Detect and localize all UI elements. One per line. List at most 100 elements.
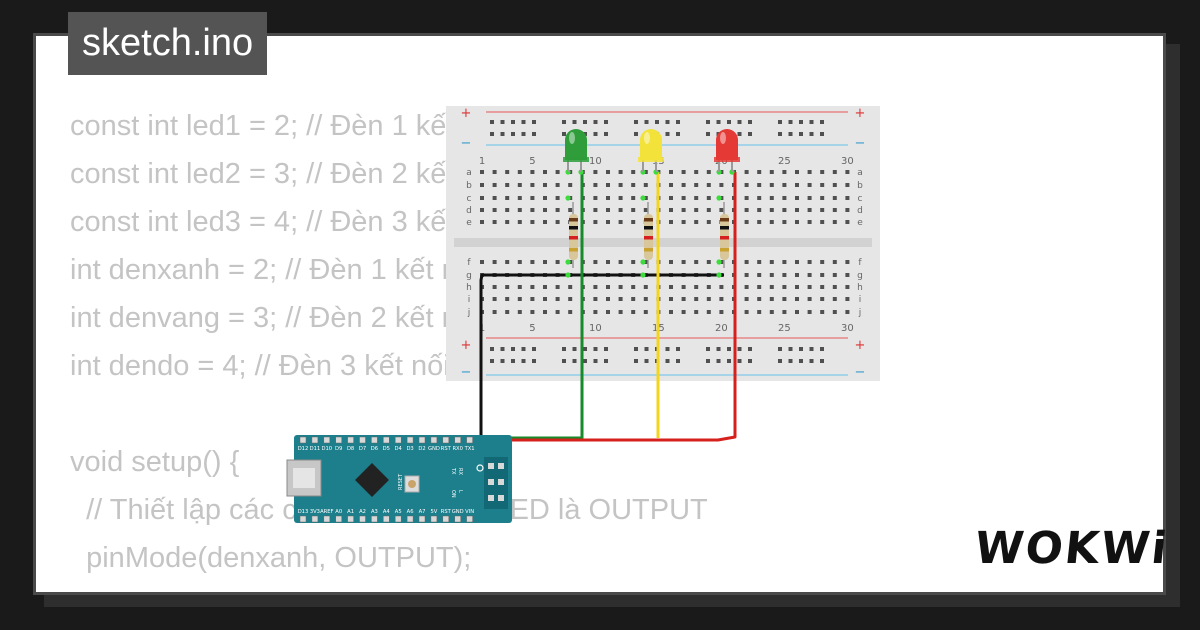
hole — [782, 260, 787, 264]
resistor-band — [569, 248, 578, 252]
hole — [778, 132, 782, 136]
hole — [665, 132, 670, 136]
row-letter: a — [857, 168, 863, 178]
red-wire — [430, 172, 737, 442]
hole — [669, 285, 673, 289]
rail-sign: + — [461, 106, 472, 121]
hole — [809, 120, 814, 124]
hole — [593, 170, 598, 174]
hole — [820, 273, 825, 277]
hole — [820, 260, 825, 264]
hole — [782, 196, 787, 200]
hole — [832, 260, 837, 264]
sketch-filename-tab[interactable]: sketch.ino — [68, 12, 268, 75]
hole — [530, 297, 535, 301]
column-number: 5 — [529, 323, 535, 334]
hole — [480, 170, 484, 174]
column-number: 10 — [589, 156, 602, 167]
hole — [543, 196, 547, 200]
pin-label: RX0 — [452, 446, 462, 452]
hole — [618, 297, 623, 301]
hole — [706, 285, 711, 289]
hole — [643, 208, 648, 212]
pin-label: D6 — [371, 446, 378, 452]
hole — [530, 310, 535, 314]
hole — [845, 260, 850, 264]
hole — [593, 359, 598, 363]
row-letter: b — [857, 181, 863, 191]
hole — [795, 297, 799, 301]
hole — [832, 183, 837, 187]
hole — [807, 196, 812, 200]
hole — [665, 120, 670, 124]
led-green-dome — [565, 129, 587, 151]
hole — [530, 220, 535, 224]
hole — [748, 347, 752, 351]
header-pin — [383, 515, 390, 523]
hole — [681, 310, 686, 314]
header-pin — [335, 515, 342, 523]
circuit-diagram: ++−−++−−151015202530151015202530aabbccdd… — [286, 106, 880, 523]
connection-dot — [640, 195, 646, 201]
hole — [593, 297, 598, 301]
hole — [719, 285, 724, 289]
hole — [744, 208, 749, 212]
hole — [716, 120, 721, 124]
resistor-band — [569, 218, 578, 222]
hole — [517, 170, 522, 174]
reset-label: RESET — [398, 473, 404, 490]
hole — [676, 120, 680, 124]
pin-label: AREF — [320, 509, 333, 515]
project-card[interactable]: const int led1 = 2; // Đèn 1 kết nối với… — [33, 33, 1166, 595]
hole — [782, 273, 787, 277]
hole — [555, 220, 560, 224]
hole — [744, 183, 749, 187]
hole — [492, 183, 497, 187]
pin-label: D8 — [347, 446, 354, 452]
hole — [807, 297, 812, 301]
header-pin — [311, 515, 319, 523]
hole — [631, 196, 636, 200]
header-pin — [406, 515, 414, 523]
hole — [517, 208, 522, 212]
hole — [706, 347, 710, 351]
pin-label: D12 — [298, 446, 309, 452]
header-pin — [359, 515, 366, 523]
hole — [820, 220, 825, 224]
hole — [505, 285, 510, 289]
hole — [778, 120, 782, 124]
hole — [505, 196, 510, 200]
hole — [634, 120, 638, 124]
breadboard: ++−−++−−151015202530151015202530aabbccdd… — [446, 106, 880, 381]
hole — [593, 120, 598, 124]
row-letter: f — [467, 258, 471, 268]
hole — [490, 120, 494, 124]
hole — [809, 132, 814, 136]
hole — [517, 183, 522, 187]
hole — [719, 310, 724, 314]
hole — [521, 120, 526, 124]
header-pin — [323, 515, 331, 523]
hole — [618, 208, 623, 212]
hole — [669, 220, 673, 224]
hole — [716, 347, 721, 351]
code-line: pinMode(denvang, OUTPUT); — [70, 582, 708, 592]
rail-sign: − — [855, 365, 866, 380]
pin-label: GND — [452, 509, 464, 515]
hole — [492, 260, 497, 264]
hole — [807, 310, 812, 314]
row-letter: j — [467, 308, 471, 318]
hole — [555, 285, 560, 289]
hole — [788, 359, 793, 363]
row-letter: j — [858, 308, 862, 318]
hole — [820, 170, 825, 174]
hole — [543, 310, 547, 314]
pin-label: D13 — [298, 509, 309, 515]
hole — [593, 220, 598, 224]
hole — [832, 196, 837, 200]
hole — [665, 347, 670, 351]
hole — [665, 359, 670, 363]
hole — [492, 220, 497, 224]
pin-label: A6 — [407, 509, 414, 515]
